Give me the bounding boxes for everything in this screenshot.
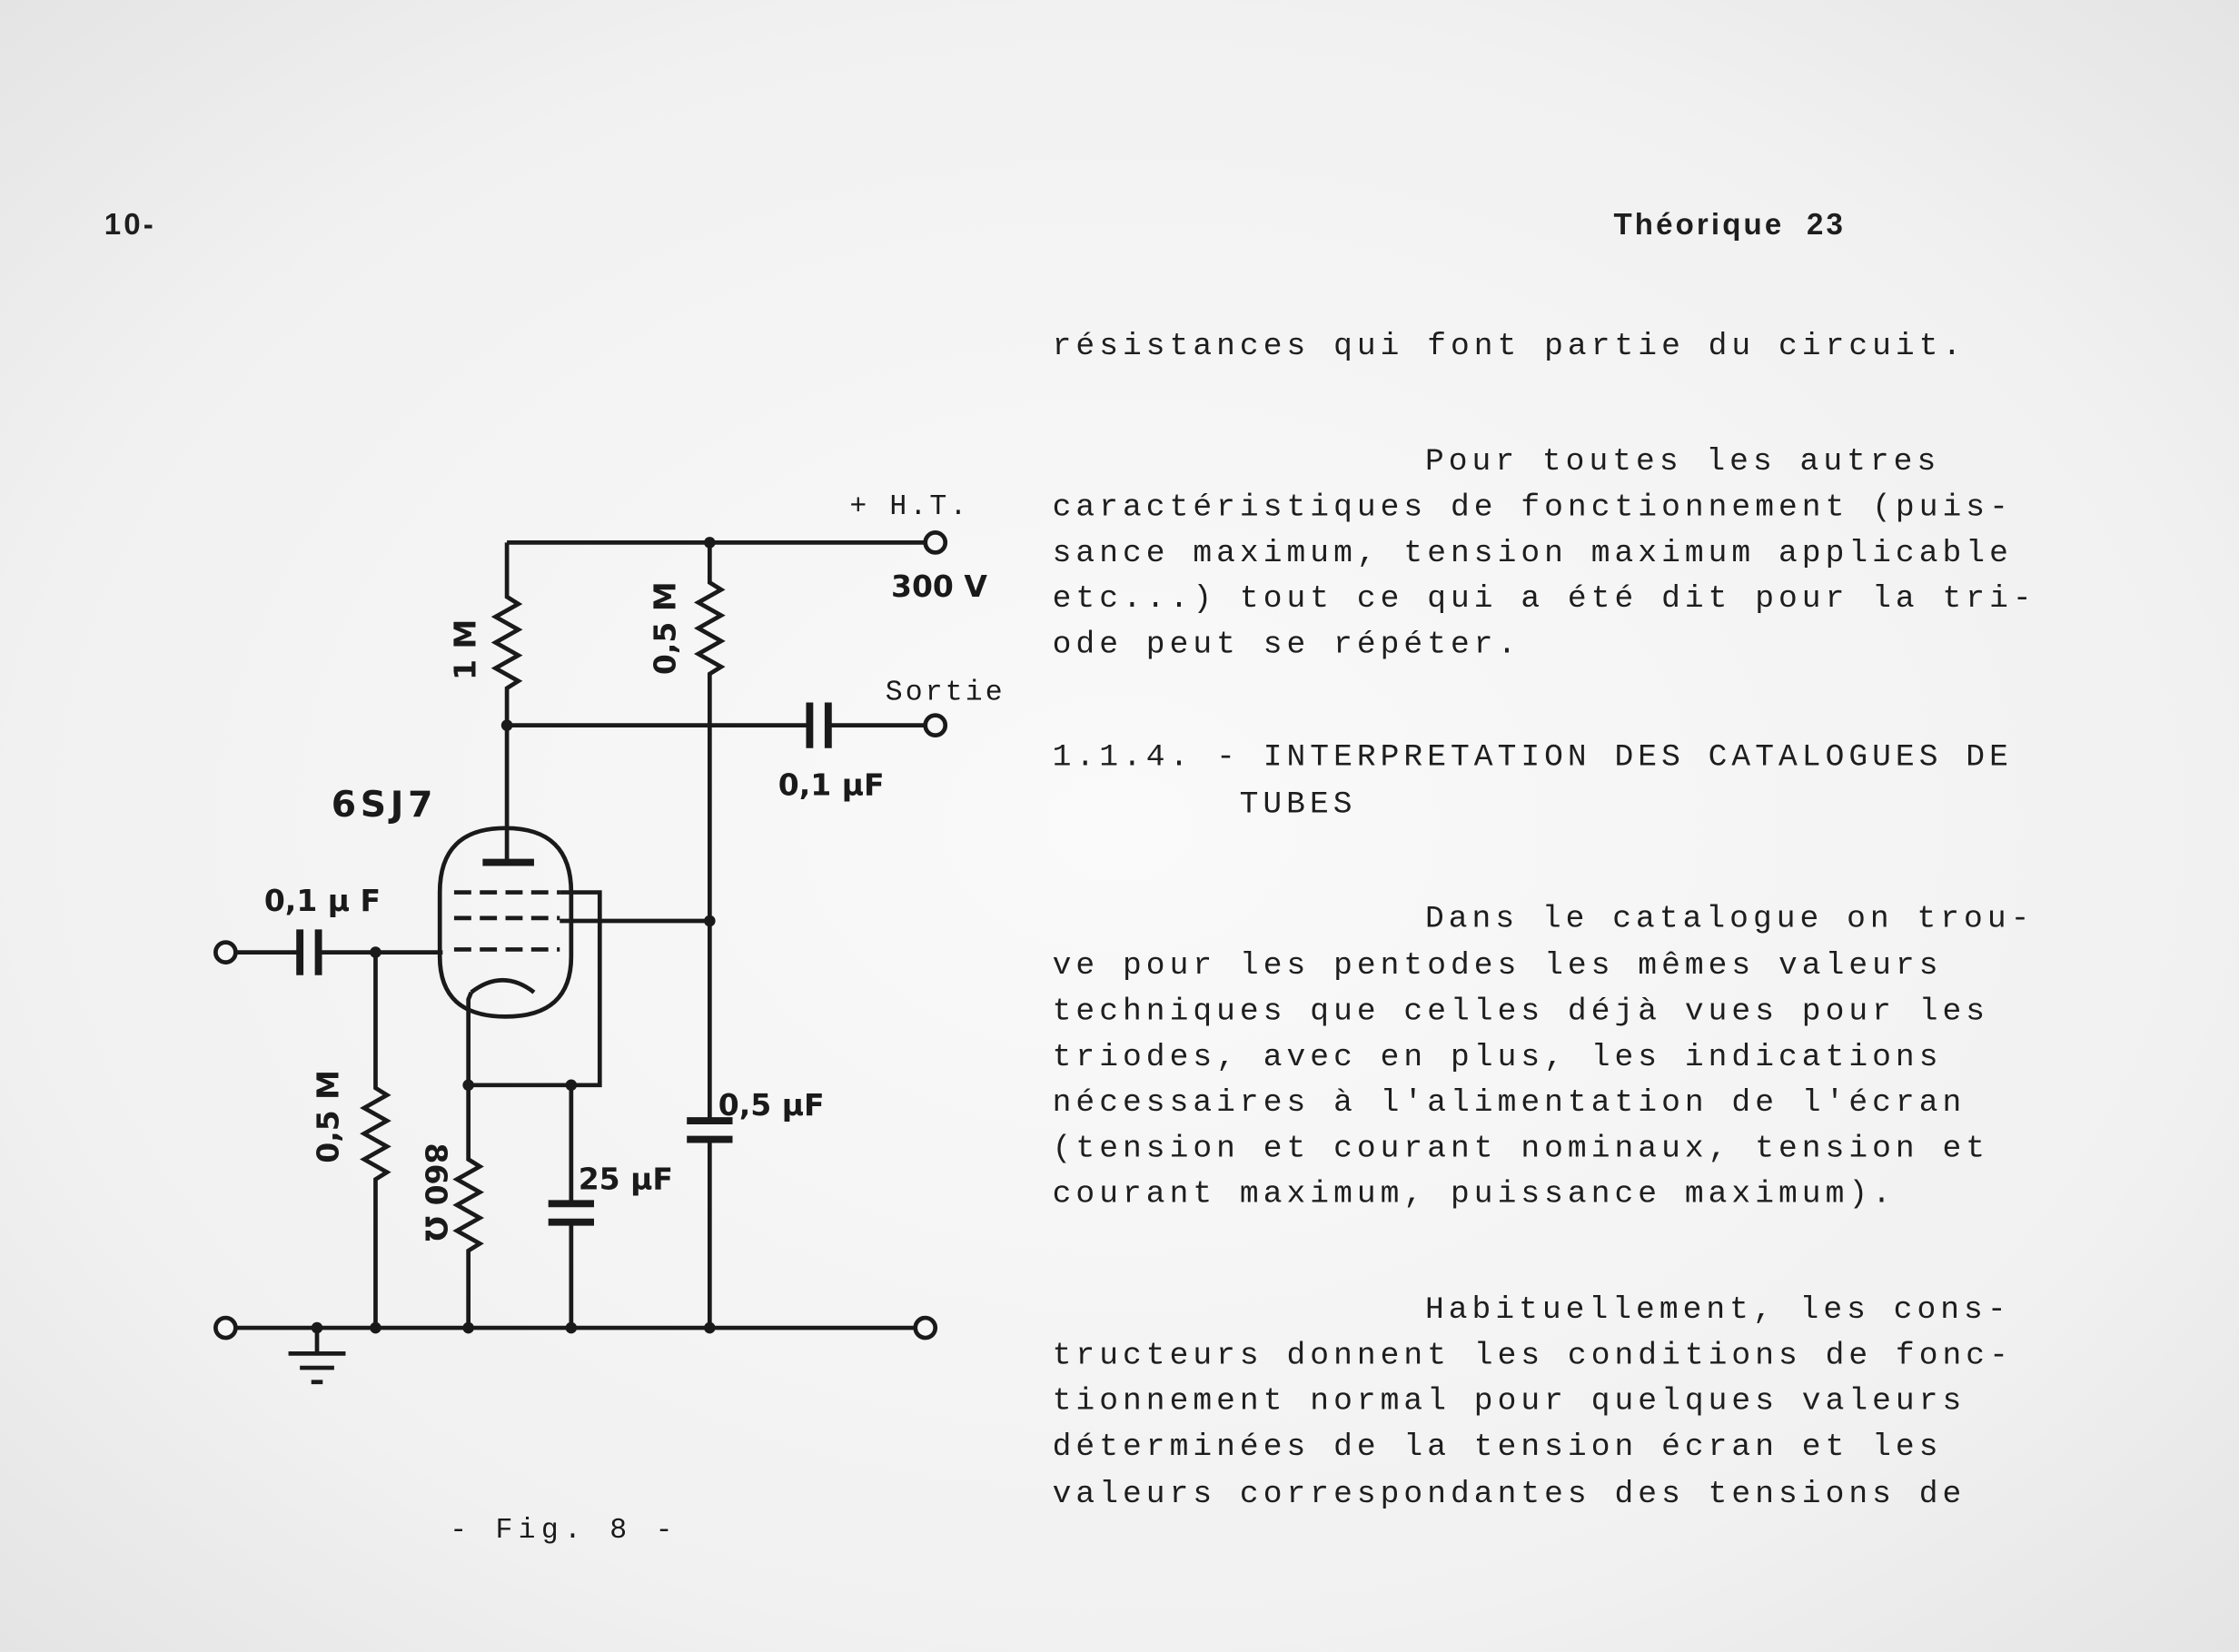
output-capacitor-label: 0,1 µF [778, 767, 885, 803]
grid-resistor-label: 0,5 M [311, 1070, 346, 1163]
ground-icon [288, 1328, 346, 1385]
ht-label: + H.T. [849, 491, 969, 523]
figure-caption: - Fig. 8 - [450, 1515, 679, 1547]
paragraph-line: ode peut se répéter. [1052, 627, 1521, 663]
plate-resistor-label: 1 M [448, 619, 483, 680]
ht-terminal [923, 530, 948, 555]
paragraph-line: tionnement normal pour quelques valeurs [1052, 1383, 1967, 1420]
screen-resistor-label: 0,5 M [648, 581, 683, 675]
plate-resistor [490, 542, 523, 726]
screen-capacitor-label: 0,5 µF [718, 1087, 825, 1123]
cathode-capacitor-label: 25 µF [579, 1162, 673, 1197]
tube-cathode [470, 977, 536, 994]
screen-capacitor [687, 1117, 733, 1143]
screen-resistor [693, 542, 726, 1122]
running-header: Théorique 23 [1613, 208, 1846, 242]
tube-label: 6SJ7 [332, 785, 437, 826]
paragraph-line: techniques que celles déjà vues pour les [1052, 994, 1990, 1030]
output-capacitor [806, 702, 832, 748]
paragraph-line: nécessaires à l'alimentation de l'écran [1052, 1084, 1967, 1122]
paragraph-line: etc...) tout ce qui a été dit pour la tr… [1052, 580, 2036, 618]
grid-resistor [360, 952, 391, 1329]
tube-grids [453, 890, 560, 952]
cathode-resistor [452, 1084, 485, 1329]
junction-dots [311, 537, 716, 1334]
input-capacitor-label: 0,1 µ F [264, 883, 381, 918]
output-label: Sortie [886, 677, 1006, 708]
paragraph-line: tructeurs donnent les conditions de fonc… [1052, 1338, 2013, 1374]
voltage-label: 300 V [891, 569, 987, 604]
page-number-left: 10- [104, 208, 156, 242]
paragraph-line: ve pour les pentodes les mêmes valeurs [1052, 947, 1943, 984]
paragraph-line: Pour toutes les autres [1424, 443, 1941, 480]
ground-terminal-left [213, 1315, 238, 1340]
paragraph-line: triodes, avec en plus, les indications [1052, 1039, 1943, 1075]
paragraph-line: courant maximum, puissance maximum). [1052, 1176, 1896, 1212]
paragraph-line: Habituellement, les cons- [1424, 1291, 2011, 1329]
ground-terminal-right [913, 1315, 938, 1340]
paragraph-line: Dans le catalogue on trou- [1424, 900, 2035, 937]
section-heading: TUBES [1239, 786, 1357, 823]
section-heading: 1.1.4. - INTERPRETATION DES CATALOGUES D… [1052, 739, 2013, 776]
input-capacitor [296, 929, 322, 975]
input-terminal [213, 940, 238, 964]
cathode-resistor-label: 860 Ω [418, 1143, 453, 1241]
cathode-capacitor [548, 1200, 594, 1226]
paragraph-line: caractéristiques de fonctionnement (puis… [1052, 490, 2013, 526]
output-terminal [923, 713, 948, 737]
paragraph-line: valeurs correspondantes des tensions de [1052, 1476, 1967, 1512]
paragraph-line: sance maximum, tension maximum applicabl… [1052, 535, 2013, 571]
paragraph-line: (tension et courant nominaux, tension et [1052, 1131, 1990, 1167]
paragraph-line: résistances qui font partie du circuit. [1052, 328, 1967, 364]
paragraph-line: déterminées de la tension écran et les [1052, 1429, 1943, 1465]
